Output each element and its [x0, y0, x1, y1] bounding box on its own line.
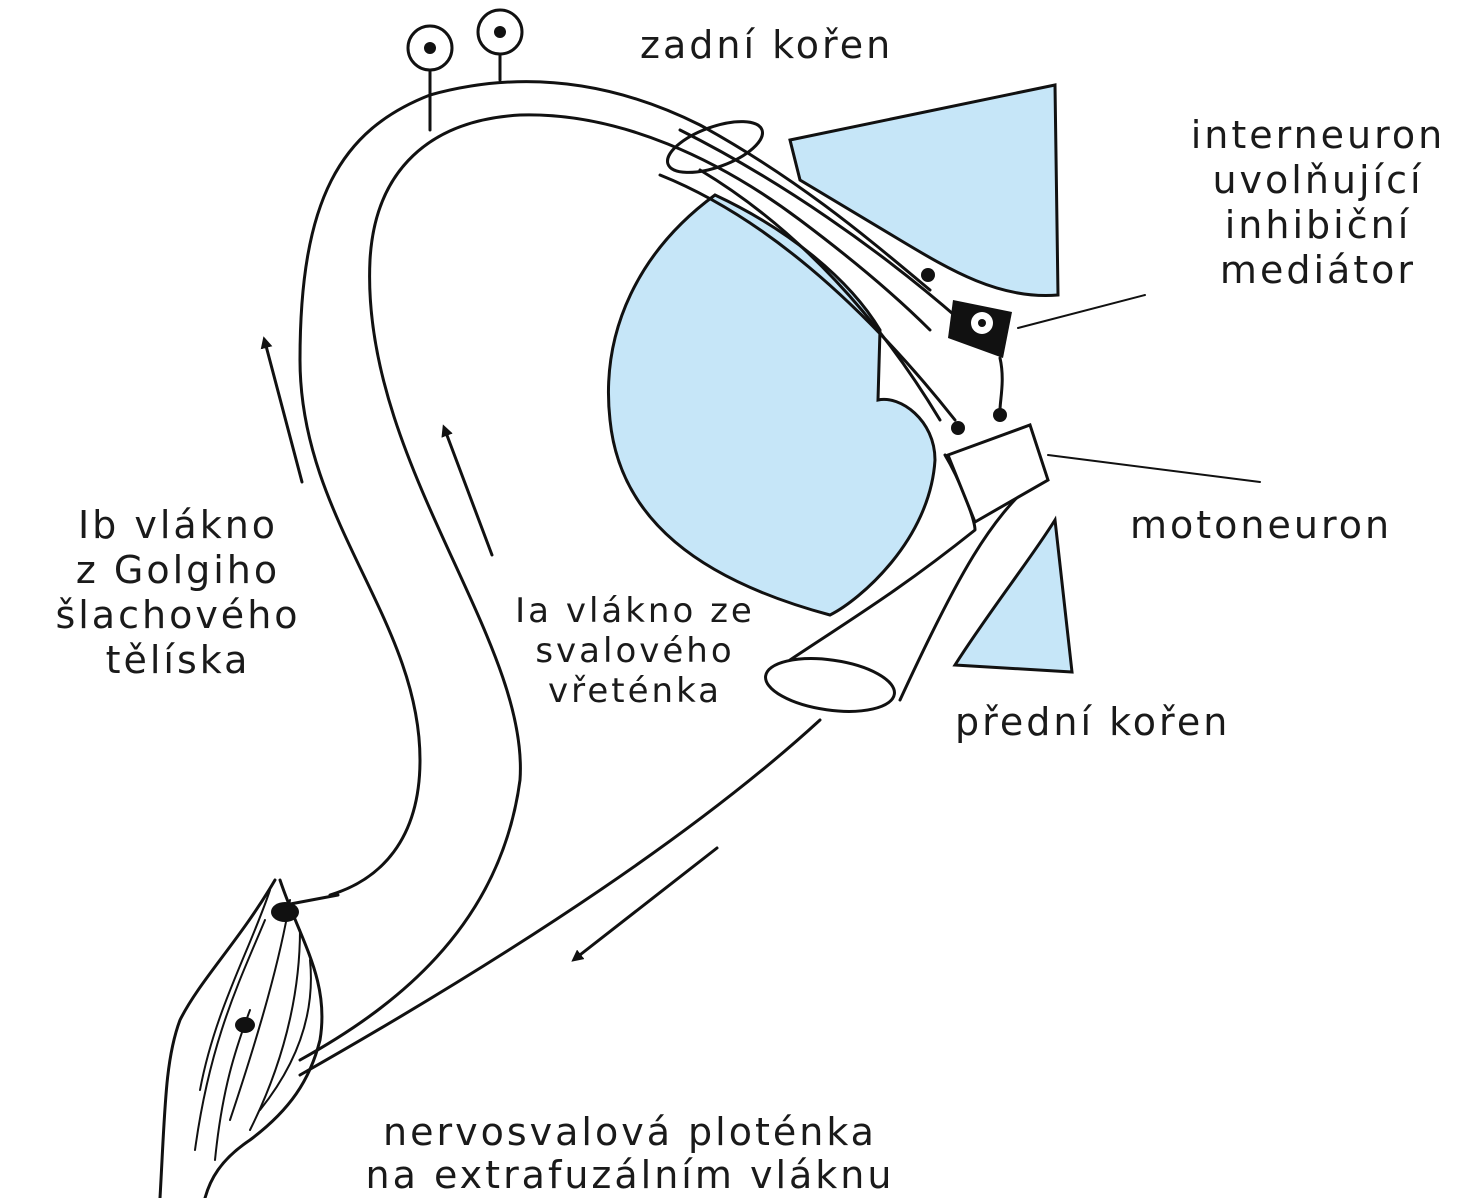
label-ib-fiber: Ib vlákno z Golgiho šlachového tělíska [55, 503, 300, 682]
dorsal-horn [790, 85, 1058, 296]
svg-text:tělíska: tělíska [106, 638, 251, 682]
svg-text:mediátor: mediátor [1220, 248, 1416, 292]
ventral-horn [955, 520, 1072, 672]
label-ia-fiber: Ia vlákno ze svalového vřeténka [515, 591, 755, 711]
label-endplate: nervosvalová ploténka na extrafuzálním v… [366, 1110, 895, 1197]
ia-arrow [445, 430, 492, 555]
svg-text:svalového: svalového [535, 631, 734, 671]
label-ventral-root: přední kořen [955, 700, 1230, 744]
label-dorsal-root: zadní kořen [640, 23, 893, 67]
svg-text:nervosvalová ploténka: nervosvalová ploténka [383, 1110, 877, 1154]
svg-text:Ia vlákno ze: Ia vlákno ze [515, 591, 755, 631]
svg-text:z Golgiho: z Golgiho [76, 548, 280, 592]
endplate-terminal [235, 1017, 255, 1033]
svg-text:interneuron: interneuron [1191, 113, 1446, 157]
dorsal-root-ganglion-cells [408, 10, 522, 130]
label-motoneuron: motoneuron [1130, 503, 1392, 547]
svg-text:šlachového: šlachového [55, 593, 300, 637]
ib-arrow [265, 342, 302, 482]
interneuron-cell [948, 295, 1145, 410]
svg-text:Ib vlákno: Ib vlákno [78, 503, 278, 547]
svg-text:vřeténka: vřeténka [548, 671, 722, 711]
svg-text:inhibiční: inhibiční [1225, 203, 1412, 247]
label-interneuron: interneuron uvolňující inhibiční mediáto… [1191, 113, 1446, 292]
svg-text:na extrafuzálním vláknu: na extrafuzálním vláknu [366, 1153, 895, 1197]
efferent-arrow [576, 848, 717, 958]
muscle-illustration [160, 880, 338, 1198]
svg-text:uvolňující: uvolňující [1212, 158, 1423, 202]
